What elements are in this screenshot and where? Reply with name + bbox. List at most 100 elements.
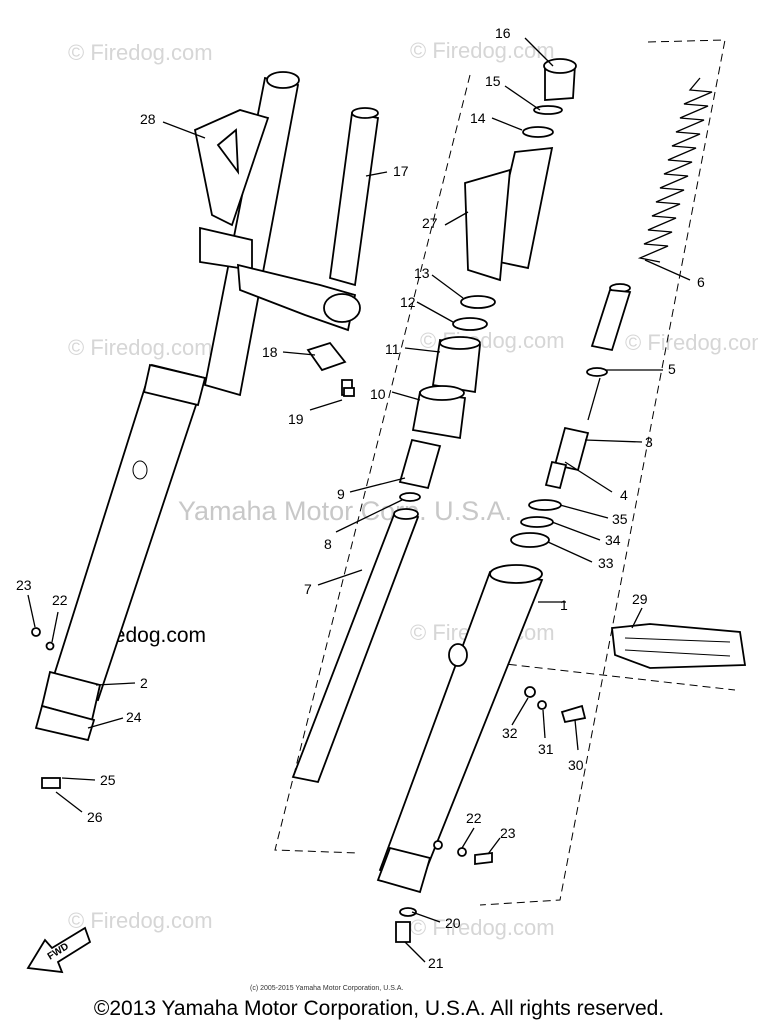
part-label-29: 29 [632,591,648,607]
watermark-center-yamaha: Yamaha Motor Corp. U.S.A. [178,496,512,526]
part-label-2: 2 [140,675,148,691]
frame-center-outline [274,74,471,854]
watermark-bottom-left: © Firedog.com [68,908,213,933]
tube-boss [132,460,148,480]
cable-guide-bracket [306,341,347,372]
mount-washer [524,686,536,698]
leader-34 [551,521,601,541]
part-label-18: 18 [262,344,278,360]
watermark-layer: © Firedog.com © Firedog.com © Firedog.co… [68,38,758,940]
upper-bracket [193,109,270,227]
lower-bracket-arm [464,168,512,282]
part-label-13: 13 [414,265,430,281]
part-label-30: 30 [568,757,584,773]
fork-spring [637,77,713,263]
oil-lock-piece [544,460,568,490]
fwd-arrow: FWD [26,926,92,974]
leader-23-right [487,837,501,855]
leader-11 [404,347,441,353]
part-label-23-right: 23 [500,825,516,841]
mount-bolt [560,704,587,724]
stem-clamp-ring [323,293,361,323]
damper-rod [587,377,601,421]
leader-21 [404,941,426,963]
part-label-16: 16 [495,25,511,41]
outer-tube-top [489,564,543,584]
frame-guide-line [469,659,736,691]
axle-washer-lower [399,907,417,917]
outer-tube-mount-lug [448,643,468,667]
part-label-1: 1 [560,597,568,613]
leader-15 [504,85,541,111]
footer-copyright: ©2013 Yamaha Motor Corporation, U.S.A. A… [93,997,665,1020]
oil-seal-washer [520,516,554,528]
part-label-11: 11 [385,341,400,357]
center-column [291,58,577,784]
part-label-3: 3 [645,434,653,450]
drain-washer [45,641,55,651]
exploded-frame [274,39,736,906]
leader-12 [416,301,454,323]
part-label-28: 28 [140,111,156,127]
leader-16 [524,37,554,67]
part-label-5: 5 [668,361,676,377]
part-label-34: 34 [605,532,621,548]
spacer-upper [460,295,496,309]
fwd-arrow-icon [26,926,92,974]
part-label-22-left: 22 [52,592,68,608]
part-label-19: 19 [288,411,304,427]
outer-tube-axle-boss [376,846,432,894]
drain-bolt [31,627,41,637]
leader-22-right [461,827,475,849]
part-label-35: 35 [612,511,628,527]
leader-32 [511,697,529,726]
watermark-top-center: © Firedog.com [410,38,555,63]
dust-seal-boot [142,363,207,407]
leader-31 [542,709,546,739]
leader-19 [309,399,343,411]
leader-23-left [27,594,36,628]
part-label-31: 31 [538,741,554,757]
leader-lines [27,37,691,963]
part-label-9: 9 [337,486,345,502]
fork-guard [611,623,747,669]
drain-screw-washer [433,840,443,850]
leader-18 [282,351,316,356]
part-label-15: 15 [485,73,501,89]
fork-guard-slats [624,637,731,657]
spacer-lower [452,317,488,331]
leader-3 [584,439,643,443]
leader-8 [335,499,403,533]
leader-17 [365,171,388,177]
drain-screw [474,851,493,866]
leader-10 [391,391,421,401]
cap-washer [522,126,554,138]
leader-9 [349,477,406,493]
part-label-10: 10 [370,386,386,402]
leader-22-left [51,611,59,643]
part-label-17: 17 [393,163,409,179]
part-label-21: 21 [428,955,444,971]
part-label-4: 4 [620,487,628,503]
axle-holder-cap [34,704,96,742]
part-label-8: 8 [324,536,332,552]
fork-tube-column [306,107,380,397]
part-label-6: 6 [697,274,705,290]
leader-4 [564,461,613,493]
part-label-22-right: 22 [466,810,482,826]
leader-27 [444,211,469,226]
part-label-20: 20 [445,915,461,931]
bracket-bolt-head [343,387,355,397]
watermark-mid-left: © Firedog.com [68,335,213,360]
part-label-26: 26 [87,809,103,825]
assembled-fork-leg [31,71,361,789]
leader-30 [574,719,579,751]
upper-bracket-hole [216,128,240,175]
lower-outer-tube [48,363,207,702]
leader-6 [644,259,691,281]
fork-top-cap [266,71,300,89]
rubber-collar-top [439,336,481,350]
inner-fork-tube [329,111,380,287]
part-label-24: 24 [126,709,142,725]
